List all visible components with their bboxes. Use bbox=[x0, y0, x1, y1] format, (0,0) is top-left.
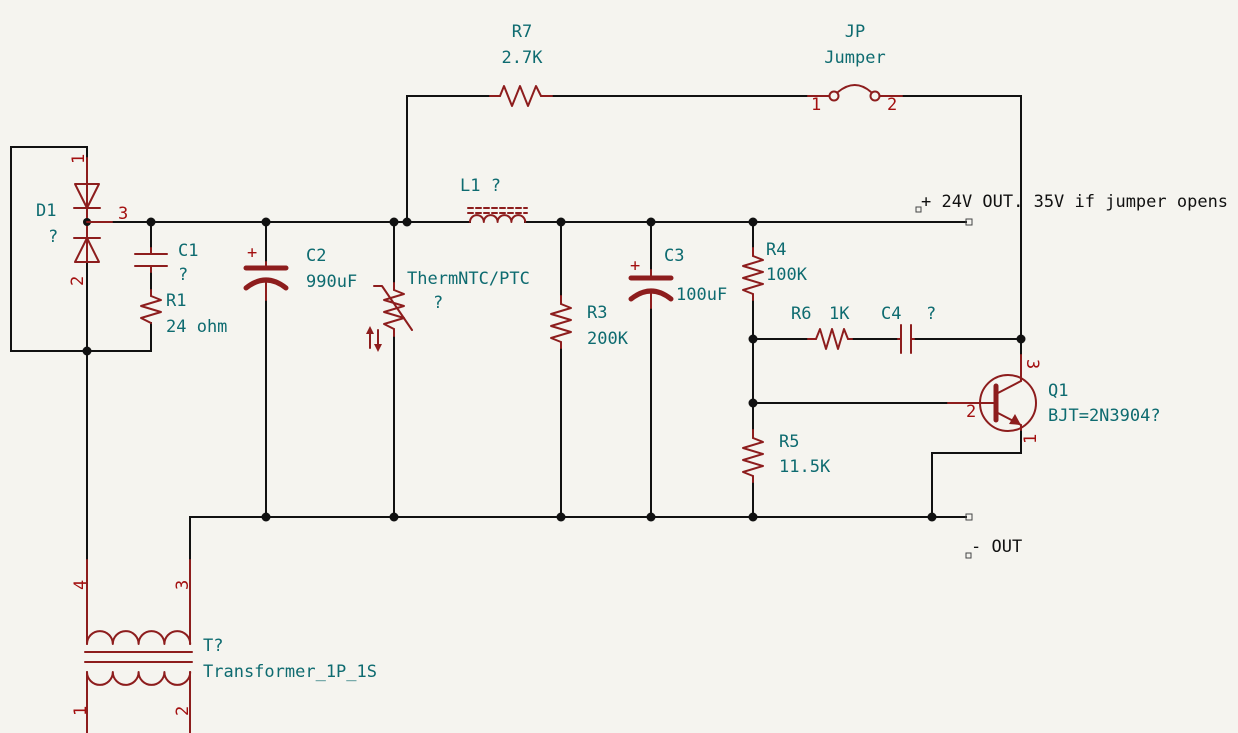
t1-pin1: 1 bbox=[71, 706, 91, 716]
r4-value: 100K bbox=[766, 265, 808, 285]
r5-ref: R5 bbox=[779, 432, 799, 452]
c3-ref: C3 bbox=[664, 246, 684, 266]
d1-ref: D1 bbox=[36, 201, 56, 221]
t1-pin3: 3 bbox=[173, 580, 193, 590]
capacitor-c2[interactable]: + C2 990uF bbox=[243, 243, 357, 301]
q1-value: BJT=2N3904? bbox=[1048, 406, 1161, 426]
jp-pin1: 1 bbox=[811, 95, 821, 115]
d1-pin1: 1 bbox=[69, 154, 89, 164]
capacitor-c4[interactable]: C4 ? bbox=[881, 304, 936, 354]
r7-value: 2.7K bbox=[502, 48, 544, 68]
transformer-t1[interactable]: T? Transformer_1P_1S 4 3 1 2 bbox=[71, 559, 377, 733]
r6-ref: R6 bbox=[791, 304, 811, 324]
c2-ref: C2 bbox=[306, 246, 326, 266]
output-positive-label: + 24V OUT. 35V if jumper opens bbox=[921, 192, 1228, 212]
jp-pin2: 2 bbox=[887, 95, 897, 115]
r4-ref: R4 bbox=[766, 240, 786, 260]
output-negative[interactable]: - OUT bbox=[965, 513, 1022, 559]
r1-ref: R1 bbox=[166, 291, 186, 311]
t1-pin2: 2 bbox=[173, 706, 193, 716]
l1-ref: L1 ? bbox=[460, 176, 501, 196]
junctions bbox=[82, 217, 1026, 522]
r1-value: 24 ohm bbox=[166, 317, 227, 337]
thermistor-th[interactable]: ThermNTC/PTC ? bbox=[366, 269, 530, 352]
d1-pin3: 3 bbox=[118, 204, 128, 224]
r3-value: 200K bbox=[587, 329, 629, 349]
c1-value: ? bbox=[178, 265, 188, 285]
d1-value: ? bbox=[48, 227, 58, 247]
d1-pin2: 2 bbox=[68, 276, 88, 286]
c1-ref: C1 bbox=[178, 241, 198, 261]
jp-value: Jumper bbox=[824, 48, 885, 68]
c2-plus-sign: + bbox=[247, 243, 257, 263]
t1-ref: T? bbox=[203, 636, 223, 656]
c3-value: 100uF bbox=[676, 285, 727, 305]
resistor-r4[interactable]: R4 100K bbox=[742, 240, 808, 301]
inductor-l1[interactable]: L1 ? bbox=[460, 176, 528, 223]
r6-value: 1K bbox=[829, 304, 850, 324]
r3-ref: R3 bbox=[587, 303, 607, 323]
resistor-r7[interactable]: R7 2.7K bbox=[489, 22, 553, 107]
q1-ref: Q1 bbox=[1048, 381, 1068, 401]
c3-plus-sign: + bbox=[630, 256, 640, 276]
r7-ref: R7 bbox=[512, 22, 532, 42]
t1-pin4: 4 bbox=[71, 580, 91, 590]
jumper-jp[interactable]: JP Jumper 1 2 bbox=[807, 22, 903, 115]
wires bbox=[10, 95, 1022, 561]
c4-value: ? bbox=[926, 304, 936, 324]
jp-ref: JP bbox=[845, 22, 865, 42]
resistor-r5[interactable]: R5 11.5K bbox=[742, 429, 831, 483]
output-positive[interactable]: + 24V OUT. 35V if jumper opens bbox=[915, 192, 1228, 226]
output-negative-label: - OUT bbox=[971, 537, 1022, 557]
transistor-q1[interactable]: Q1 BJT=2N3904? 3 2 1 bbox=[947, 354, 1161, 444]
r5-value: 11.5K bbox=[779, 457, 831, 477]
diode-d1[interactable]: D1 ? 1 2 3 bbox=[36, 154, 128, 286]
q1-pin3: 3 bbox=[1022, 359, 1042, 369]
c4-ref: C4 bbox=[881, 304, 901, 324]
th-ref: ThermNTC/PTC bbox=[407, 269, 530, 289]
th-value: ? bbox=[433, 293, 443, 313]
c2-value: 990uF bbox=[306, 272, 357, 292]
capacitor-c3[interactable]: + C3 100uF bbox=[628, 246, 727, 309]
resistor-r6[interactable]: R6 1K bbox=[791, 304, 853, 350]
resistor-r1[interactable]: R1 24 ohm bbox=[140, 289, 227, 337]
resistor-r3[interactable]: R3 200K bbox=[550, 295, 629, 349]
capacitor-c1[interactable]: C1 ? bbox=[134, 241, 198, 285]
t1-value: Transformer_1P_1S bbox=[203, 662, 377, 682]
q1-pin1: 1 bbox=[1021, 434, 1041, 444]
q1-pin2: 2 bbox=[966, 402, 976, 422]
